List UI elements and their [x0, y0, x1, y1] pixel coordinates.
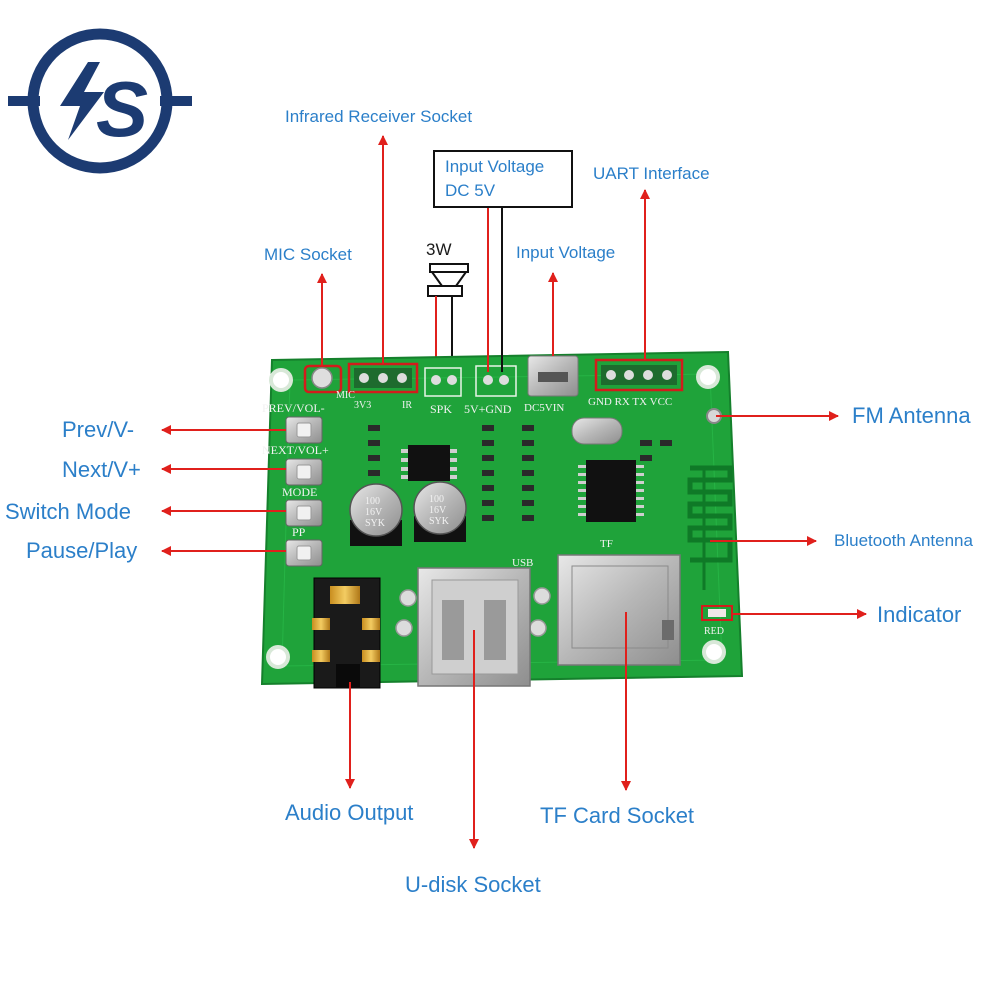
silk-mode: MODE [282, 485, 317, 499]
silk-ir: IR [402, 400, 412, 411]
label-pause-play: Pause/Play [26, 538, 138, 563]
label-next-v: Next/V+ [62, 457, 141, 482]
cap1-value: 100 [365, 496, 380, 507]
silk-dc5vin: DC5VIN [524, 402, 564, 414]
silk-spk: SPK [430, 402, 452, 416]
silk-5v-gnd: 5V+GND [464, 402, 512, 416]
brand-logo: S [8, 28, 192, 174]
cap2-voltage: 16V [429, 505, 447, 516]
input-voltage-dc-box: Input Voltage DC 5V [433, 150, 573, 208]
cap1-voltage: 16V [365, 507, 383, 518]
silk-pp: PP [292, 525, 306, 539]
label-mic-socket: MIC Socket [264, 245, 352, 264]
silk-uart-pins: GND RX TX VCC [588, 396, 672, 408]
silk-prev-vol: PREV/VOL- [262, 401, 325, 415]
silkscreen-labels: PREV/VOL- NEXT/VOL+ MODE PP MIC 3V3 IR S… [262, 390, 724, 637]
cap2-brand: SYK [429, 516, 450, 527]
label-3w: 3W [426, 240, 452, 259]
label-infrared-receiver-socket: Infrared Receiver Socket [285, 107, 473, 126]
label-switch-mode: Switch Mode [5, 499, 131, 524]
silk-next-vol: NEXT/VOL+ [262, 443, 329, 457]
silk-tf: TF [600, 538, 613, 550]
silk-mic: MIC [336, 390, 355, 401]
label-prev-v: Prev/V- [62, 417, 135, 442]
cap1-brand: SYK [365, 518, 386, 529]
silk-3v3: 3V3 [354, 400, 371, 411]
silk-red: RED [704, 626, 724, 637]
label-input-voltage-box-line2: DC 5V [445, 181, 496, 200]
silk-usb: USB [512, 557, 533, 569]
label-input-voltage: Input Voltage [516, 243, 616, 262]
label-u-disk-socket: U-disk Socket [405, 872, 541, 897]
callout-arrows [161, 135, 867, 849]
pcb-board [260, 350, 744, 689]
cap2-value: 100 [429, 494, 444, 505]
label-tf-card-socket: TF Card Socket [540, 803, 695, 828]
label-fm-antenna: FM Antenna [852, 403, 971, 428]
lightning-bolt-icon [60, 62, 104, 140]
label-indicator: Indicator [877, 602, 962, 627]
label-input-voltage-box-line1: Input Voltage [445, 157, 545, 176]
logo-letter: S [96, 65, 148, 153]
label-uart-interface: UART Interface [593, 164, 710, 183]
label-bluetooth-antenna: Bluetooth Antenna [834, 531, 973, 550]
label-audio-output: Audio Output [285, 800, 414, 825]
